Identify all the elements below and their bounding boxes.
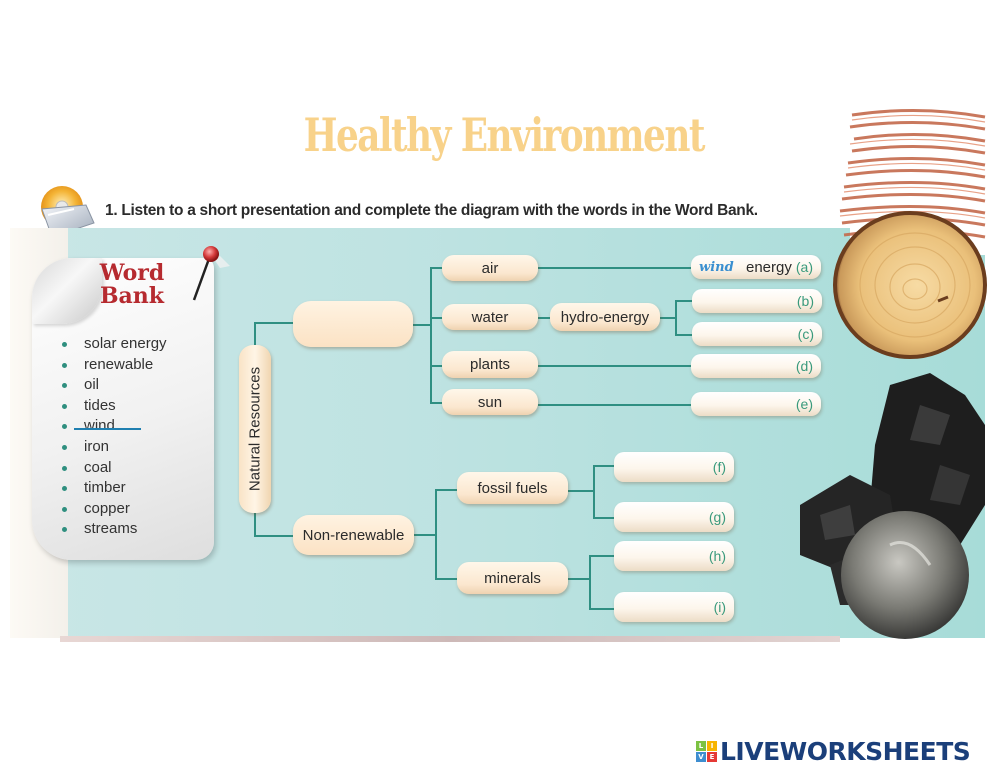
answer-field-h[interactable]: (h) (614, 541, 734, 571)
timber-log-photo (833, 211, 987, 359)
connector (593, 465, 615, 467)
logo-text: LIVEWORKSHEETS (720, 737, 971, 766)
answer-label: (h) (708, 548, 726, 564)
word-bank-item-used[interactable]: wind (60, 416, 167, 437)
answer-field-d[interactable]: (d) (691, 354, 821, 378)
word-bank-item[interactable]: solar energy (60, 334, 167, 355)
connector (568, 490, 594, 492)
word-bank-item[interactable]: tides (60, 396, 167, 417)
liveworksheets-logo[interactable]: L I V E LIVEWORKSHEETS (696, 737, 971, 766)
minerals-node: minerals (457, 562, 568, 594)
panel-shadow (60, 636, 840, 642)
sun-node: sun (442, 389, 538, 415)
renewable-input[interactable] (303, 316, 403, 332)
answer-input-h[interactable] (622, 546, 702, 566)
answer-input-g[interactable] (622, 507, 702, 527)
answer-input-a[interactable] (699, 257, 743, 277)
natural-resources-node: Natural Resources (239, 345, 271, 513)
hydro-energy-node: hydro-energy (550, 303, 660, 331)
answer-field-i[interactable]: (i) (614, 592, 734, 622)
answer-suffix: energy (746, 258, 792, 276)
connector (430, 267, 442, 269)
connector (538, 404, 694, 406)
connector (435, 489, 457, 491)
answer-label: (e) (795, 396, 813, 412)
fossil-fuels-node: fossil fuels (457, 472, 568, 504)
connector (414, 534, 436, 536)
connector (254, 322, 294, 324)
connector (435, 578, 457, 580)
word-bank-item[interactable]: renewable (60, 355, 167, 376)
natural-resources-photos (800, 105, 987, 639)
answer-label: (f) (712, 459, 726, 475)
connector (430, 267, 432, 404)
answer-input-c[interactable] (700, 324, 790, 344)
word-bank-item[interactable]: coal (60, 458, 167, 479)
word-bank-item[interactable]: oil (60, 375, 167, 396)
answer-label: (b) (796, 293, 814, 309)
connector (568, 578, 590, 580)
water-node: water (442, 304, 538, 330)
connector (538, 267, 694, 269)
connector (538, 317, 550, 319)
connector (430, 317, 442, 319)
word-bank-item[interactable]: streams (60, 519, 167, 540)
answer-field-c[interactable]: (c) (692, 322, 822, 346)
non-renewable-node: Non-renewable (293, 515, 414, 555)
connector (538, 365, 694, 367)
answer-label: (g) (708, 509, 726, 525)
connector (675, 300, 693, 302)
live-blocks-icon: L I V E (696, 741, 717, 762)
connector (675, 334, 693, 336)
connector (593, 517, 615, 519)
answer-field-e[interactable]: (e) (691, 392, 821, 416)
word-bank-item[interactable]: timber (60, 478, 167, 499)
instruction-text: 1. Listen to a short presentation and co… (105, 202, 758, 219)
connector (593, 465, 595, 518)
answer-field-b[interactable]: (b) (692, 289, 822, 313)
connector (430, 402, 442, 404)
connector (254, 512, 256, 536)
answer-input-f[interactable] (622, 457, 702, 477)
word-bank-title: Word Bank (99, 260, 165, 309)
push-pin-icon (192, 246, 230, 301)
connector (589, 555, 615, 557)
answer-field-f[interactable]: (f) (614, 452, 734, 482)
answer-label: (c) (797, 326, 814, 342)
plants-node: plants (442, 351, 538, 378)
connector (675, 300, 677, 335)
iron-ball-photo (841, 511, 969, 639)
word-bank-list: solar energy renewable oil tides wind ir… (60, 334, 167, 540)
connector (254, 322, 256, 346)
air-node: air (442, 255, 538, 281)
connector (430, 365, 442, 367)
answer-input-i[interactable] (622, 597, 702, 617)
connector (589, 555, 591, 609)
answer-input-b[interactable] (700, 291, 790, 311)
word-bank-item[interactable]: iron (60, 437, 167, 458)
page-title: Healthy Environment (303, 108, 706, 162)
renewable-answer-box[interactable] (293, 301, 413, 347)
word-bank-item[interactable]: copper (60, 499, 167, 520)
answer-field-g[interactable]: (g) (614, 502, 734, 532)
answer-input-e[interactable] (699, 394, 789, 414)
answer-label: (i) (713, 599, 726, 615)
connector (660, 317, 676, 319)
connector (254, 535, 294, 537)
answer-label: (d) (795, 358, 813, 374)
answer-field-a[interactable]: energy (a) (691, 255, 821, 279)
connector (413, 324, 431, 326)
connector (435, 489, 437, 579)
connector (589, 608, 615, 610)
answer-label: (a) (795, 259, 813, 275)
answer-input-d[interactable] (699, 356, 789, 376)
